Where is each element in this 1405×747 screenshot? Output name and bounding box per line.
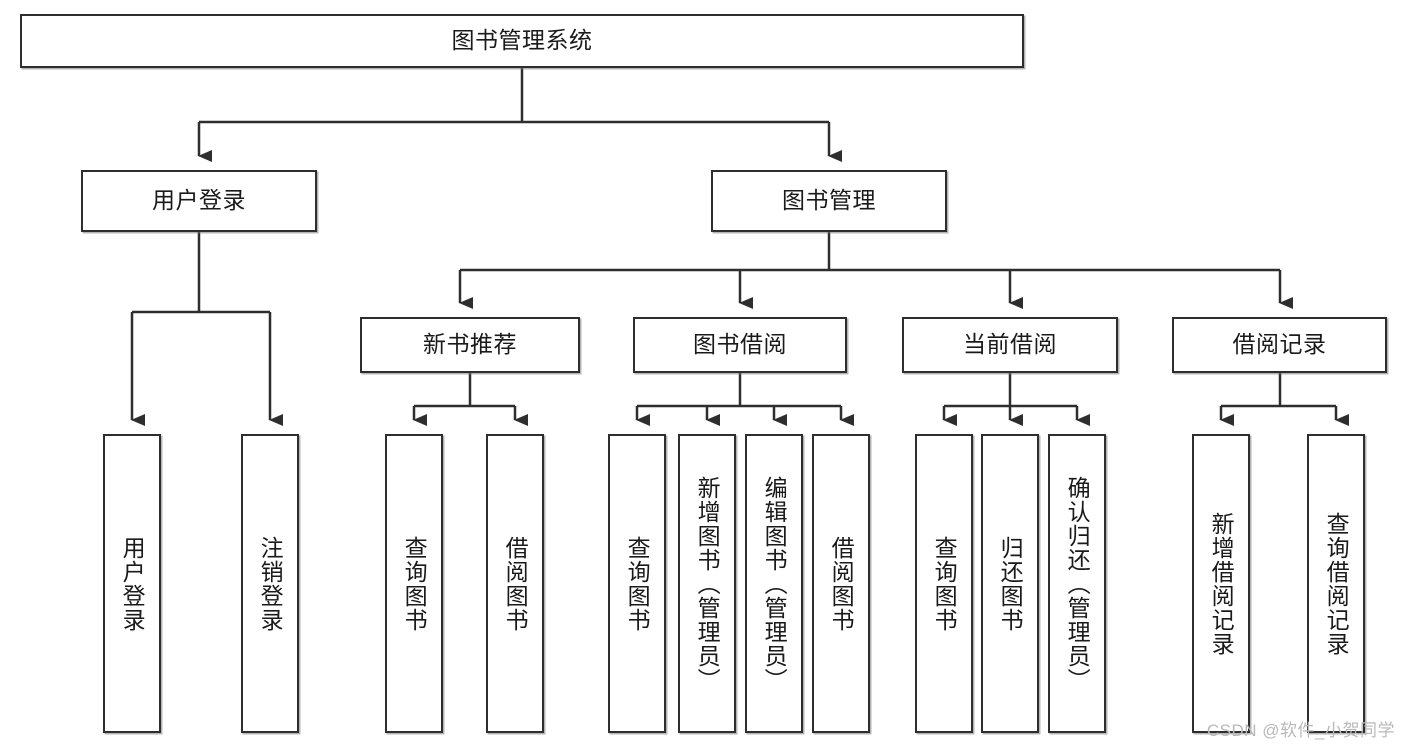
leaf-query-record-label: 查询借阅记录: [1323, 511, 1350, 656]
leaf-query-book-3-label: 查询图书: [931, 535, 958, 632]
leaf-query-book-1[interactable]: 查询图书: [385, 434, 443, 733]
node-borrow-record[interactable]: 借阅记录: [1172, 317, 1387, 373]
node-book-manage-label: 图书管理: [782, 187, 876, 214]
leaf-confirm-return-label: 确认归还（管理员）: [1064, 475, 1091, 692]
leaf-add-book-label: 新增图书（管理员）: [694, 475, 721, 692]
leaf-user-login-label: 用户登录: [119, 535, 146, 632]
node-new-book-rec[interactable]: 新书推荐: [360, 317, 580, 373]
watermark: CSDN @软件_小贺同学: [1206, 721, 1395, 740]
leaf-borrow-book-2[interactable]: 借阅图书: [812, 434, 870, 733]
node-root[interactable]: 图书管理系统: [20, 14, 1024, 68]
leaf-borrow-book-2-label: 借阅图书: [828, 535, 855, 632]
leaf-query-book-3[interactable]: 查询图书: [915, 434, 973, 733]
node-book-borrow[interactable]: 图书借阅: [633, 317, 847, 373]
leaf-return-book[interactable]: 归还图书: [981, 434, 1039, 733]
leaf-logout-label: 注销登录: [257, 535, 284, 632]
leaf-borrow-book-1[interactable]: 借阅图书: [486, 434, 544, 733]
leaf-query-record[interactable]: 查询借阅记录: [1307, 434, 1365, 733]
node-user-login-label: 用户登录: [152, 187, 246, 214]
leaf-edit-book-label: 编辑图书（管理员）: [761, 475, 788, 692]
node-user-login[interactable]: 用户登录: [81, 170, 317, 232]
leaf-borrow-book-1-label: 借阅图书: [502, 535, 529, 632]
leaf-confirm-return[interactable]: 确认归还（管理员）: [1048, 434, 1106, 733]
leaf-query-book-2[interactable]: 查询图书: [608, 434, 666, 733]
node-current-borrow-label: 当前借阅: [963, 331, 1057, 358]
node-book-manage[interactable]: 图书管理: [711, 170, 947, 232]
leaf-logout[interactable]: 注销登录: [241, 434, 299, 733]
leaf-add-record-label: 新增借阅记录: [1208, 511, 1235, 656]
node-borrow-record-label: 借阅记录: [1232, 331, 1327, 358]
leaf-query-book-1-label: 查询图书: [401, 535, 428, 632]
leaf-edit-book[interactable]: 编辑图书（管理员）: [745, 434, 803, 733]
node-book-borrow-label: 图书借阅: [693, 331, 787, 358]
node-current-borrow[interactable]: 当前借阅: [902, 317, 1118, 373]
leaf-user-login[interactable]: 用户登录: [103, 434, 161, 733]
leaf-query-book-2-label: 查询图书: [624, 535, 651, 632]
leaf-return-book-label: 归还图书: [997, 535, 1024, 632]
node-new-book-rec-label: 新书推荐: [423, 331, 517, 358]
node-root-label: 图书管理系统: [451, 27, 593, 54]
leaf-add-book[interactable]: 新增图书（管理员）: [678, 434, 736, 733]
leaf-add-record[interactable]: 新增借阅记录: [1192, 434, 1250, 733]
